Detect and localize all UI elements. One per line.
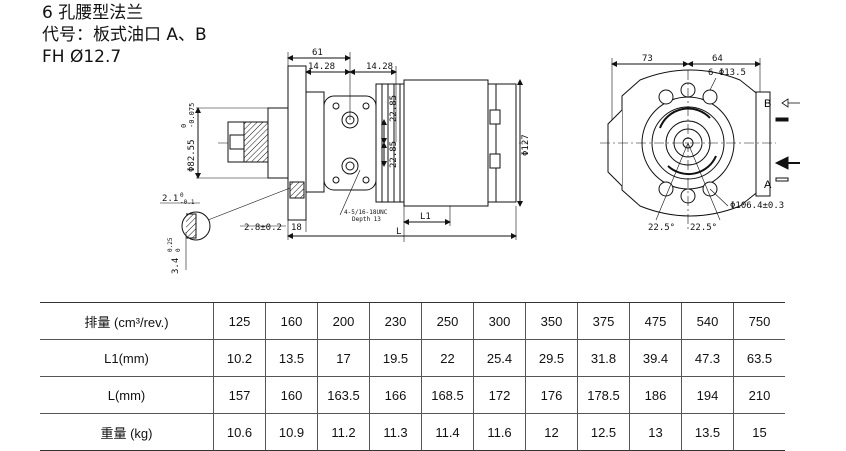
spec-cell: 19.5 xyxy=(369,339,422,377)
spec-cell: 300 xyxy=(473,302,526,340)
spec-cell: 15 xyxy=(733,413,785,451)
thread-note: 4-5/16-18UNC xyxy=(344,209,388,216)
spec-cell: 31.8 xyxy=(577,339,630,377)
spec-row-label: 排量 (cm³/rev.) xyxy=(40,302,214,340)
spec-cell: 168.5 xyxy=(421,376,474,414)
spec-cell: 22 xyxy=(421,339,474,377)
spec-cell: 160 xyxy=(265,376,318,414)
spec-cell: 13 xyxy=(629,413,682,451)
spec-cell: 125 xyxy=(213,302,266,340)
angle-right: 22.5° xyxy=(690,223,717,233)
title-shaft: FH Ø12.7 xyxy=(42,47,122,67)
dim-22-85-upper: 22.85 xyxy=(389,95,399,122)
spec-cell: 47.3 xyxy=(681,339,734,377)
spec-cell: 157 xyxy=(213,376,266,414)
spec-cell: 25.4 xyxy=(473,339,526,377)
title-port-code: 代号：板式油口 A、B xyxy=(42,25,207,45)
spec-cell: 12 xyxy=(525,413,578,451)
dim-shaft-diameter: Φ82.55 xyxy=(187,139,197,172)
dim-shaft-tol-upper: 0 xyxy=(180,124,188,128)
dim-2-1: 2.1 xyxy=(162,194,178,204)
spec-cell: 11.2 xyxy=(317,413,370,451)
side-view-labels: 61 14.28 14.28 22.85 22.85 Φ82.55 0 -0.0… xyxy=(162,48,531,274)
spec-row-label: L1(mm) xyxy=(40,339,214,377)
side-view xyxy=(160,52,528,270)
angle-left: 22.5° xyxy=(648,223,675,233)
dim-64: 64 xyxy=(712,54,723,64)
technical-drawing: 61 14.28 14.28 22.85 22.85 Φ82.55 0 -0.0… xyxy=(160,48,800,274)
dim-18: 18 xyxy=(291,223,302,233)
spec-cell: 194 xyxy=(681,376,734,414)
title-flange-type: 6 孔腰型法兰 xyxy=(42,3,144,23)
spec-cell: 250 xyxy=(421,302,474,340)
dim-3-4: 3.4 xyxy=(171,258,181,274)
spec-cell: 230 xyxy=(369,302,422,340)
thread-depth: Depth 13 xyxy=(352,216,381,223)
spec-cell: 11.3 xyxy=(369,413,422,451)
spec-cell: 540 xyxy=(681,302,734,340)
spec-row-label: 重量 (kg) xyxy=(40,413,214,451)
spec-cell: 163.5 xyxy=(317,376,370,414)
port-a-label: A xyxy=(764,179,772,191)
spec-cell: 172 xyxy=(473,376,526,414)
spec-cell: 200 xyxy=(317,302,370,340)
spec-cell: 475 xyxy=(629,302,682,340)
dim-73: 73 xyxy=(642,54,653,64)
dim-2-1-tol-lower: -0.1 xyxy=(180,199,195,206)
spec-cell: 160 xyxy=(265,302,318,340)
title-block: 6 孔腰型法兰 代号：板式油口 A、B FH Ø12.7 xyxy=(42,2,207,68)
dim-2-8: 2.8±0.2 xyxy=(244,223,282,233)
port-b-label: B xyxy=(764,98,771,110)
dim-3-4-tol-upper: 0.25 xyxy=(167,237,174,252)
spec-cell: 12.5 xyxy=(577,413,630,451)
spec-cell: 210 xyxy=(733,376,785,414)
front-view-labels: 73 64 6-Φ13.5 Φ106.4±0.3 22.5° 22.5° B A xyxy=(642,54,784,233)
spec-cell: 63.5 xyxy=(733,339,785,377)
spec-cell: 166 xyxy=(369,376,422,414)
dim-22-85-lower: 22.85 xyxy=(389,141,399,168)
spec-cell: 750 xyxy=(733,302,785,340)
dim-pitch-circle: Φ106.4±0.3 xyxy=(730,201,784,211)
dim-shaft-tol-lower: -0.075 xyxy=(188,103,196,128)
spec-cell: 29.5 xyxy=(525,339,578,377)
spec-cell: 10.2 xyxy=(213,339,266,377)
dim-127: Φ127 xyxy=(521,134,531,156)
dim-L1: L1 xyxy=(420,212,431,222)
spec-cell: 176 xyxy=(525,376,578,414)
spec-cell: 11.4 xyxy=(421,413,474,451)
dim-3-4-tol-lower: 0 xyxy=(175,248,182,252)
spec-row-label: L(mm) xyxy=(40,376,214,414)
spec-cell: 178.5 xyxy=(577,376,630,414)
front-view xyxy=(600,58,800,230)
spec-cell: 186 xyxy=(629,376,682,414)
dim-L: L xyxy=(396,227,401,237)
dim-bolt-holes: 6-Φ13.5 xyxy=(708,68,746,78)
spec-cell: 11.6 xyxy=(473,413,526,451)
spec-cell: 13.5 xyxy=(265,339,318,377)
spec-cell: 39.4 xyxy=(629,339,682,377)
spec-cell: 17 xyxy=(317,339,370,377)
dim-14-28-left: 14.28 xyxy=(308,62,335,72)
spec-cell: 13.5 xyxy=(681,413,734,451)
spec-cell: 10.9 xyxy=(265,413,318,451)
dim-2-1-tol-upper: 0 xyxy=(180,192,184,199)
dim-61: 61 xyxy=(312,48,323,58)
spec-cell: 10.6 xyxy=(213,413,266,451)
spec-cell: 350 xyxy=(525,302,578,340)
spec-cell: 375 xyxy=(577,302,630,340)
dim-14-28-right: 14.28 xyxy=(366,62,393,72)
